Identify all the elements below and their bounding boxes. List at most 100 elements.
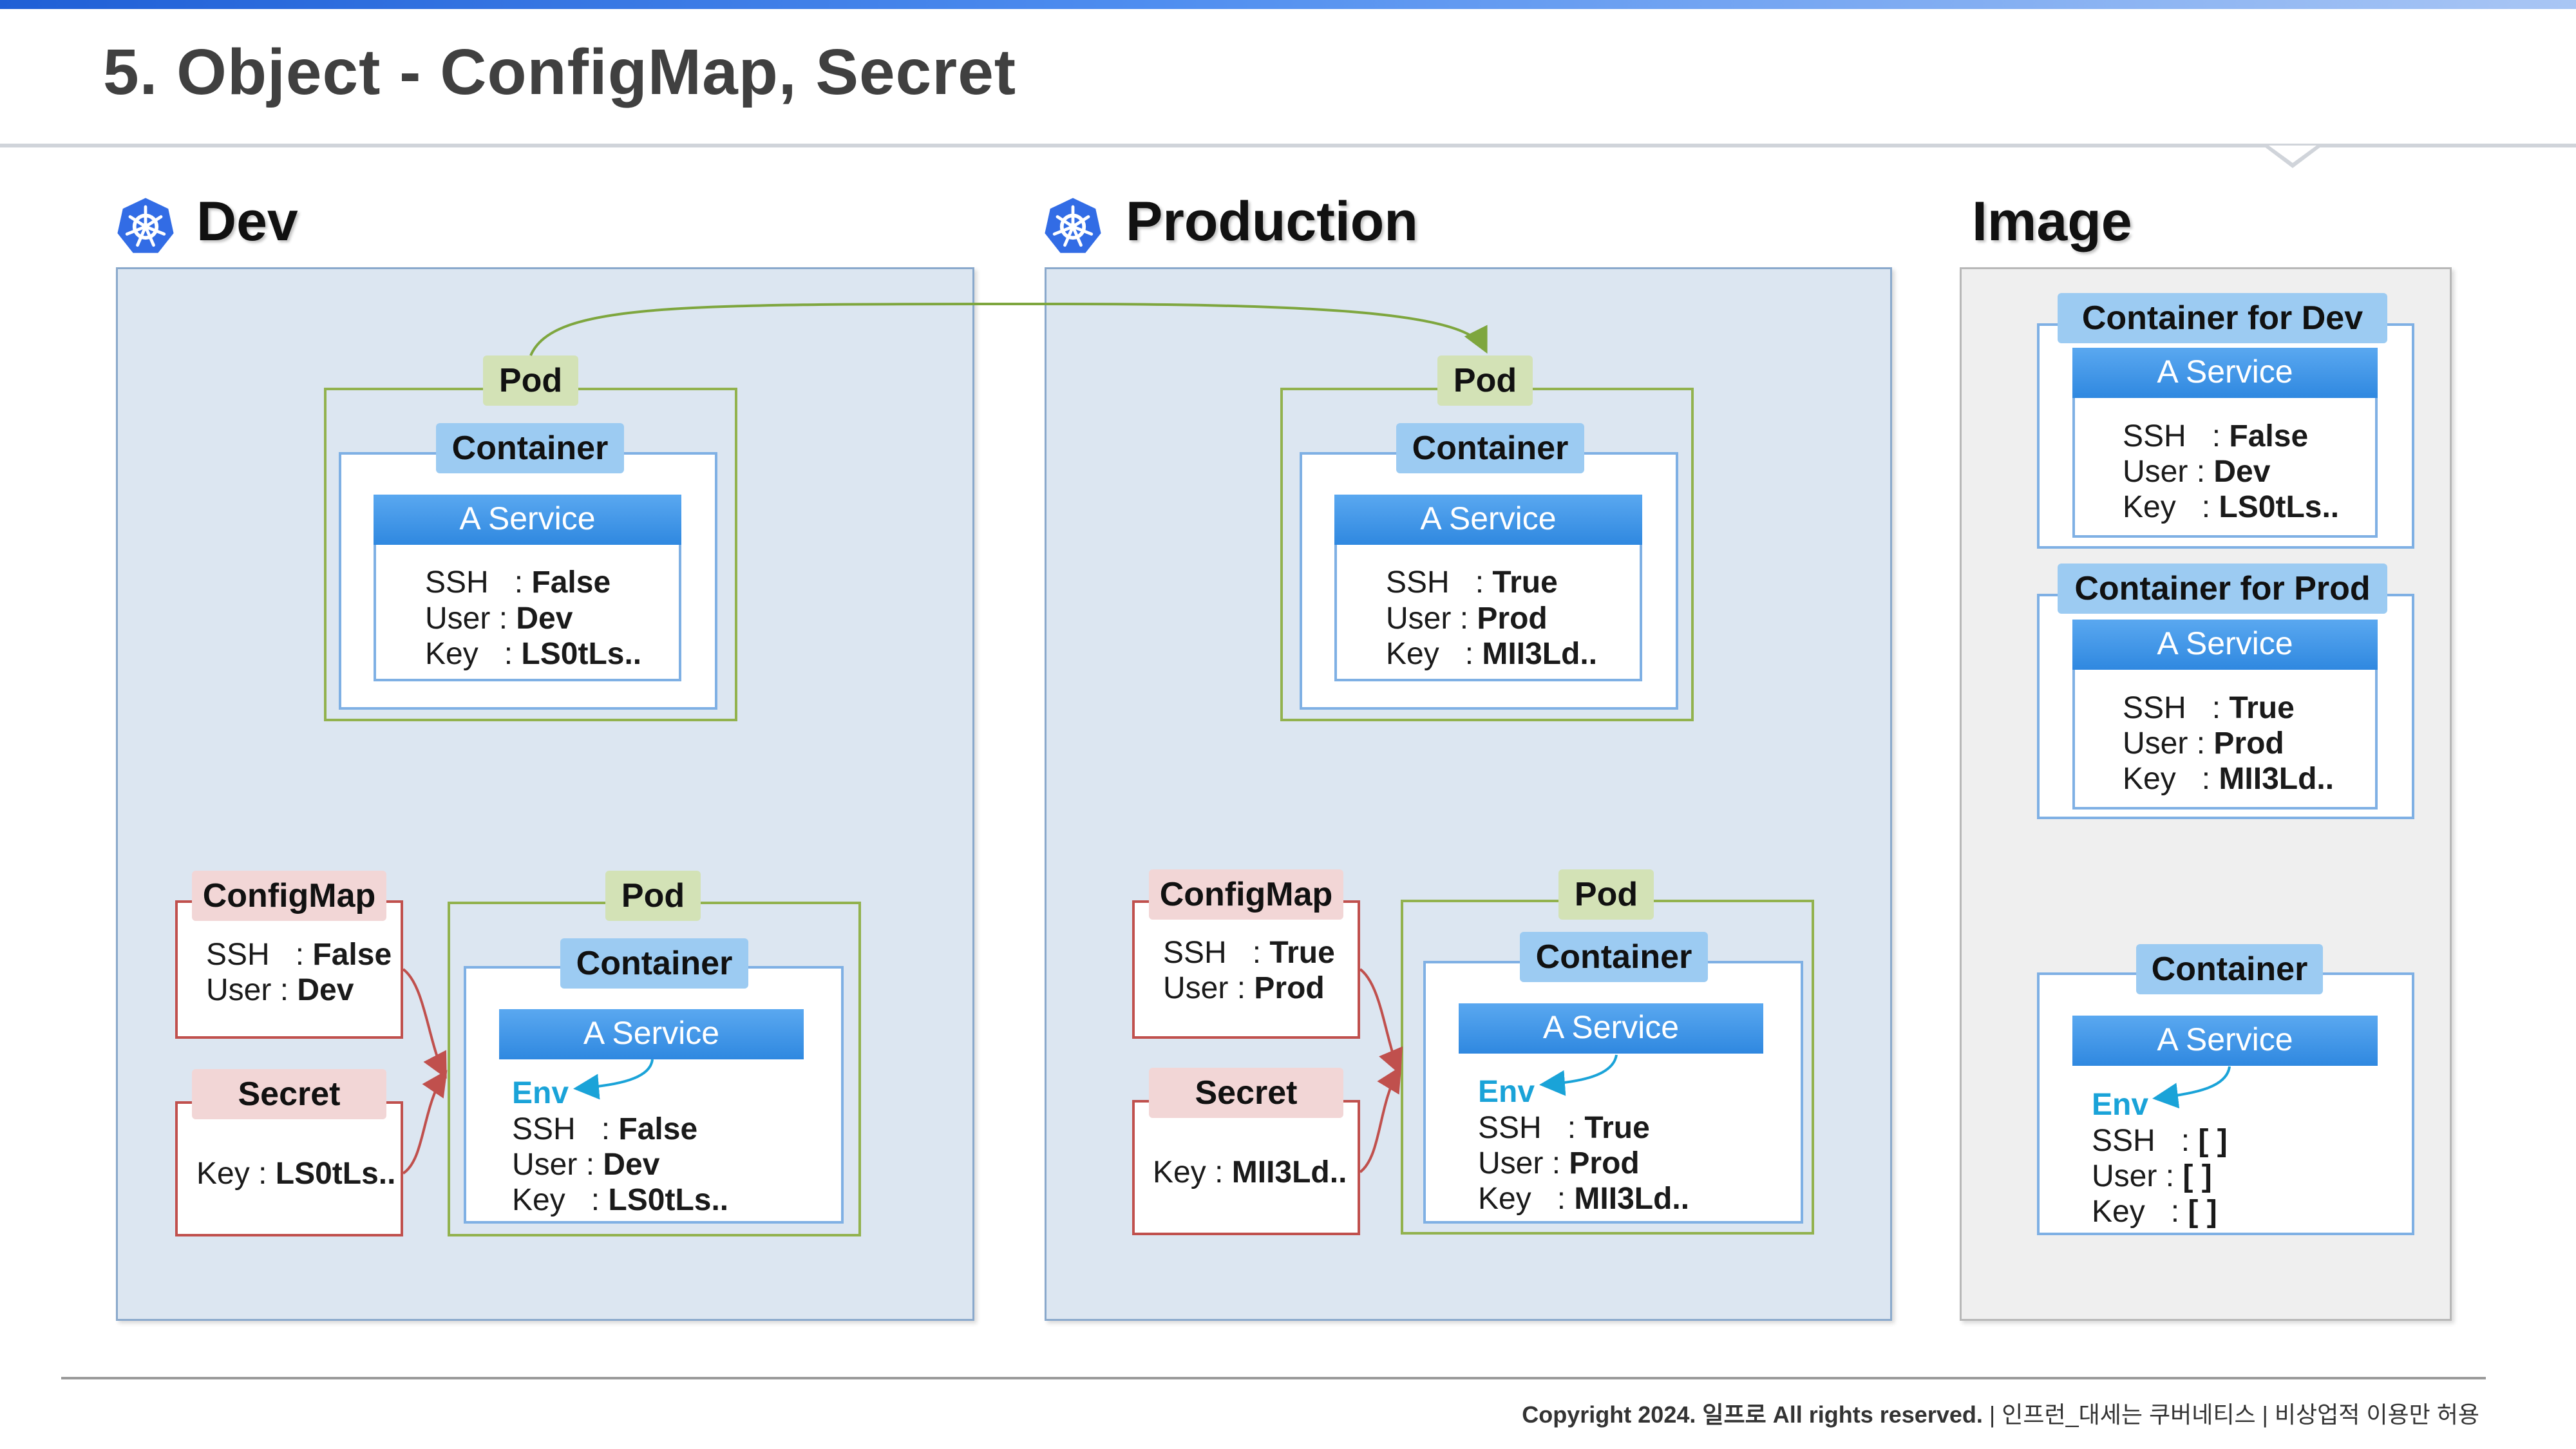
- dev-configmap-box: [175, 900, 403, 1039]
- colon: :: [2196, 455, 2206, 489]
- dev-configmap-user-row: User : Dev: [206, 972, 354, 1009]
- image-generic-key-row: Key : [ ]: [2092, 1194, 2217, 1230]
- prod-top-ssh-row: SSH : True: [1386, 565, 1558, 601]
- colon: :: [2211, 419, 2221, 453]
- colon: :: [1459, 601, 1469, 636]
- title-divider-notch-inner: [2269, 146, 2316, 163]
- ssh-value: True: [1492, 565, 1558, 600]
- key-value: LS0tLs..: [275, 1157, 396, 1191]
- user-label: User: [2092, 1159, 2157, 1193]
- prod-env-arrow: [1539, 1054, 1618, 1096]
- dev-env-arrow: [573, 1059, 654, 1100]
- user-label: User: [206, 973, 272, 1007]
- prod-service-top-header: A Service: [1334, 495, 1642, 545]
- image-env-label: Env: [2092, 1088, 2149, 1122]
- kubernetes-logo-icon: [115, 196, 176, 255]
- dev-pod-top-label: Pod: [483, 355, 578, 406]
- key-label: Key: [2123, 762, 2176, 796]
- dev-secret-key-row: Key : LS0tLs..: [196, 1156, 395, 1192]
- prod-top-user-row: User : Prod: [1386, 601, 1548, 637]
- title-divider: [0, 144, 2576, 147]
- section-title-image: Image: [1972, 191, 2132, 252]
- colon: :: [504, 637, 513, 671]
- image-service-prod-header: A Service: [2072, 620, 2378, 670]
- empty-placeholder: [ ]: [2198, 1124, 2228, 1158]
- image-prod-key-row: Key : MII3Ld..: [2123, 761, 2334, 797]
- prod-configmap-user-row: User : Prod: [1163, 971, 1325, 1007]
- pod-promotion-arrow: [529, 302, 1488, 356]
- prod-secret-key-row: Key : MII3Ld..: [1153, 1155, 1347, 1191]
- key-value: MII3Ld..: [1231, 1155, 1347, 1189]
- ssh-label: SSH: [1478, 1111, 1542, 1145]
- user-label: User: [425, 601, 491, 636]
- key-value: LS0tLs..: [521, 637, 642, 671]
- key-label: Key: [1153, 1155, 1206, 1189]
- colon: :: [1567, 1111, 1577, 1145]
- key-value: MII3Ld..: [2219, 762, 2334, 796]
- colon: :: [2165, 1159, 2175, 1193]
- colon: :: [2196, 726, 2206, 761]
- colon: :: [1215, 1155, 1224, 1189]
- empty-placeholder: [ ]: [2188, 1195, 2217, 1229]
- dev-secret-box: [175, 1101, 403, 1236]
- key-label: Key: [2092, 1195, 2145, 1229]
- top-accent-bar: [0, 0, 2576, 9]
- colon: :: [258, 1157, 267, 1191]
- ssh-value: False: [618, 1112, 698, 1146]
- prod-bottom-ssh-row: SSH : True: [1478, 1110, 1650, 1146]
- kubernetes-logo-icon: [1043, 196, 1103, 255]
- user-label: User: [1478, 1146, 1544, 1180]
- colon: :: [591, 1183, 600, 1217]
- user-value: Dev: [2213, 455, 2271, 489]
- colon: :: [1236, 971, 1246, 1005]
- image-env-arrow: [2152, 1066, 2231, 1109]
- user-value: Dev: [297, 973, 354, 1007]
- dev-top-ssh-row: SSH : False: [425, 565, 611, 601]
- dev-env-label: Env: [512, 1076, 569, 1110]
- user-label: User: [2123, 455, 2188, 489]
- colon: :: [514, 565, 524, 600]
- image-dev-ssh-row: SSH : False: [2123, 419, 2308, 455]
- dev-bottom-user-row: User : Dev: [512, 1147, 659, 1183]
- page-title: 5. Object - ConfigMap, Secret: [103, 36, 1017, 108]
- colon: :: [2211, 691, 2221, 725]
- prod-bottom-user-row: User : Prod: [1478, 1146, 1640, 1182]
- user-label: User: [1163, 971, 1229, 1005]
- prod-env-label: Env: [1478, 1075, 1535, 1109]
- prod-pod-top-label: Pod: [1437, 355, 1533, 406]
- dev-secret-to-pod-arrow: [402, 1070, 448, 1175]
- user-value: Dev: [603, 1148, 660, 1182]
- user-label: User: [512, 1148, 578, 1182]
- ssh-label: SSH: [2123, 691, 2186, 725]
- colon: :: [2181, 1124, 2190, 1158]
- image-dev-user-row: User : Dev: [2123, 454, 2270, 490]
- key-label: Key: [196, 1157, 250, 1191]
- ssh-label: SSH: [1163, 936, 1227, 970]
- dev-container-top-label: Container: [436, 423, 624, 473]
- image-service-dev-header: A Service: [2072, 348, 2378, 398]
- dev-container-bottom: [464, 966, 844, 1224]
- section-title-dev: Dev: [196, 191, 298, 252]
- user-label: User: [2123, 726, 2188, 761]
- footer-divider: [61, 1377, 2486, 1379]
- ssh-label: SSH: [512, 1112, 576, 1146]
- user-value: Prod: [1569, 1146, 1640, 1180]
- dev-service-top-header: A Service: [374, 495, 681, 545]
- ssh-label: SSH: [2123, 419, 2186, 453]
- prod-bottom-key-row: Key : MII3Ld..: [1478, 1181, 1689, 1217]
- dev-service-bottom-header: A Service: [499, 1009, 804, 1059]
- colon: :: [1475, 565, 1484, 600]
- user-label: User: [1386, 601, 1452, 636]
- image-container-dev-label: Container for Dev: [2058, 293, 2387, 343]
- colon: :: [1551, 1146, 1561, 1180]
- prod-top-key-row: Key : MII3Ld..: [1386, 636, 1597, 672]
- key-label: Key: [425, 637, 478, 671]
- prod-configmap-to-pod-arrow: [1359, 968, 1403, 1075]
- prod-pod-bottom-label: Pod: [1558, 869, 1654, 920]
- ssh-value: False: [531, 565, 611, 600]
- ssh-value: True: [2229, 691, 2295, 725]
- colon: :: [601, 1112, 611, 1146]
- ssh-label: SSH: [1386, 565, 1450, 600]
- prod-secret-box: [1132, 1100, 1360, 1235]
